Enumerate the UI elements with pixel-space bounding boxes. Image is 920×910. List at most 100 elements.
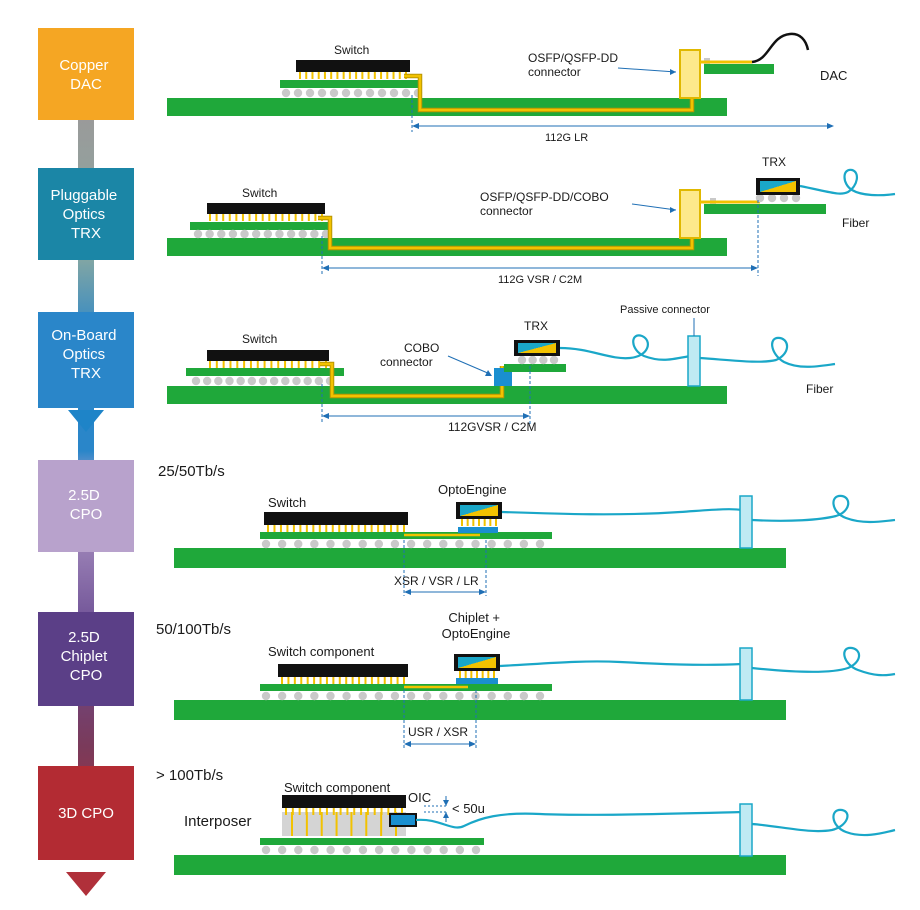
- reach-label: USR / XSR: [408, 725, 468, 739]
- micro-bump: [364, 525, 367, 532]
- trx-board: [504, 364, 566, 372]
- micro-bump: [263, 361, 266, 368]
- switch-label: Switch component: [284, 780, 391, 795]
- interposer-label: Interposer: [184, 813, 252, 830]
- solder-ball: [251, 229, 261, 239]
- solder-ball: [310, 229, 319, 239]
- connector-leader-arrow: [447, 355, 491, 375]
- micro-bump: [300, 677, 303, 684]
- row-copper-dac: Switch OSFP/QSFP-DD connector DAC 112G L…: [167, 32, 847, 144]
- micro-bump: [318, 361, 321, 368]
- micro-bump: [390, 677, 393, 684]
- solder-ball: [263, 229, 273, 239]
- fiber-label: Fiber: [842, 216, 869, 230]
- stage-box: [38, 168, 134, 260]
- connector-label: OSFP/QSFP-DD connector: [528, 51, 621, 79]
- dac-paddle-board: [704, 64, 774, 74]
- micro-bump: [209, 361, 211, 368]
- micro-bump: [290, 361, 293, 368]
- micro-bump: [229, 361, 232, 368]
- connector-leader-head: [670, 69, 676, 75]
- osfp-connector: [679, 49, 701, 99]
- micro-bump: [464, 671, 467, 678]
- through-via: [335, 812, 338, 836]
- solder-ball: [342, 845, 351, 855]
- fiber-label: Fiber: [806, 382, 833, 396]
- micro-bump: [297, 361, 300, 368]
- solder-ball: [365, 88, 375, 98]
- micro-bump: [317, 72, 320, 79]
- micro-bump: [357, 525, 360, 532]
- solder-ball: [269, 376, 279, 386]
- solder-ball: [406, 691, 416, 701]
- solder-ball: [261, 691, 271, 701]
- micro-bump: [215, 214, 218, 221]
- switch-label: Switch: [242, 186, 277, 200]
- reach-label: 112G VSR / C2M: [498, 274, 582, 286]
- solder-ball: [294, 845, 303, 855]
- switch-label: Switch: [268, 495, 306, 510]
- micro-bump: [249, 361, 252, 368]
- stage-label: Pluggable Optics TRX: [51, 187, 122, 242]
- micro-bump: [311, 72, 314, 79]
- connector-leader-arrow: [631, 203, 677, 211]
- micro-bump: [330, 72, 333, 79]
- micro-bump: [222, 214, 225, 221]
- passive-connector: [687, 335, 701, 387]
- dac-cable: [751, 32, 810, 64]
- solder-ball: [314, 376, 324, 386]
- passive-connector: [739, 647, 753, 701]
- stage-copper-dac: Copper DAC: [38, 28, 134, 120]
- micro-bump: [292, 525, 295, 532]
- micro-bump: [274, 214, 277, 221]
- micro-bump: [228, 214, 231, 221]
- solder-ball: [422, 691, 432, 701]
- micro-bump: [325, 525, 328, 532]
- solder-ball: [767, 193, 777, 203]
- bga-balls: [281, 88, 423, 98]
- solder-ball: [535, 691, 545, 701]
- solder-ball: [455, 539, 464, 549]
- chip-bumps: [285, 808, 403, 815]
- micro-bump: [386, 72, 389, 79]
- solder-ball: [358, 539, 367, 549]
- micro-bump: [401, 808, 403, 815]
- micro-bump: [284, 361, 287, 368]
- solder-ball: [342, 539, 351, 549]
- micro-bump: [383, 677, 386, 684]
- micro-bump: [373, 808, 376, 815]
- stage-3d-cpo: 3D CPO: [38, 766, 134, 860]
- solder-ball: [277, 691, 287, 701]
- micro-bump: [299, 525, 302, 532]
- bandwidth-label: > 100Tb/s: [156, 767, 223, 784]
- micro-bump: [403, 677, 405, 684]
- stage-box: [38, 612, 134, 706]
- solder-ball: [519, 691, 529, 701]
- micro-bump: [236, 361, 239, 368]
- fiber-out: [751, 646, 896, 677]
- micro-bump: [305, 808, 308, 815]
- micro-bump: [489, 519, 492, 526]
- solder-ball: [374, 691, 384, 701]
- micro-bump: [398, 72, 401, 79]
- micro-bump: [267, 525, 269, 532]
- micro-bump: [286, 525, 289, 532]
- solder-ball: [471, 539, 480, 549]
- through-via: [291, 812, 293, 836]
- chiplet-optoengine-label: Chiplet + OptoEngine: [442, 610, 511, 641]
- stage-label: 2.5D Chiplet CPO: [61, 629, 112, 684]
- substrate: [260, 838, 484, 845]
- reach-dimension: [403, 690, 477, 750]
- solder-ball: [407, 845, 416, 855]
- stage-column: Copper DAC Pluggable Optics TRX On-Board…: [38, 28, 134, 896]
- fiber-out: [699, 336, 836, 368]
- micro-bump: [346, 808, 349, 815]
- micro-bump: [338, 525, 341, 532]
- micro-bump: [461, 519, 463, 526]
- reach-label: 112G LR: [545, 132, 588, 144]
- switch-chip: [207, 350, 329, 361]
- micro-bump: [312, 808, 315, 815]
- micro-bump: [466, 519, 469, 526]
- micro-bump: [483, 519, 486, 526]
- bandwidth-label: 25/50Tb/s: [158, 463, 225, 480]
